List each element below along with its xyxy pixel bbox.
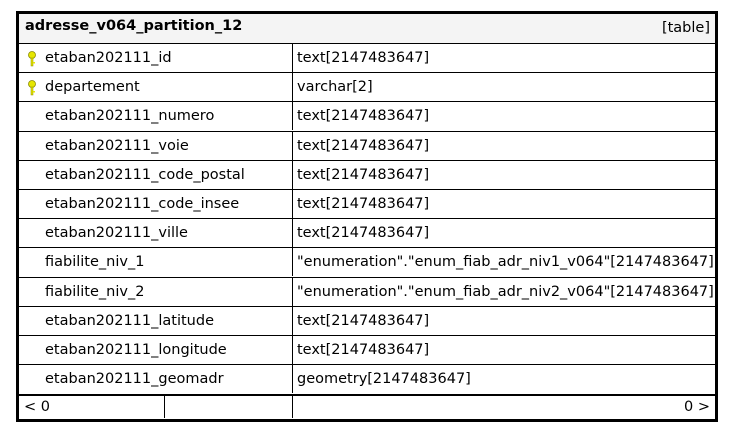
column-row: etaban202111_ville text[2147483647] bbox=[19, 218, 715, 248]
column-type: varchar[2] bbox=[292, 73, 715, 102]
column-type: text[2147483647] bbox=[292, 102, 715, 131]
column-name: etaban202111_id bbox=[45, 50, 172, 66]
column-name-cell: fiabilite_niv_1 bbox=[19, 248, 291, 276]
column-name-cell: etaban202111_longitude bbox=[19, 336, 291, 364]
column-type: text[2147483647] bbox=[292, 131, 715, 160]
column-name-cell: departement bbox=[19, 73, 291, 101]
table-header: adresse_v064_partition_12 [table] bbox=[19, 14, 715, 44]
column-row: departement varchar[2] bbox=[19, 72, 715, 102]
column-type: text[2147483647] bbox=[292, 190, 715, 218]
column-name-cell: etaban202111_code_insee bbox=[19, 190, 291, 218]
column-name-cell: etaban202111_code_postal bbox=[19, 161, 291, 189]
column-row: etaban202111_voie text[2147483647] bbox=[19, 130, 715, 160]
column-name-cell: etaban202111_ville bbox=[19, 219, 291, 247]
column-type: "enumeration"."enum_fiab_adr_niv1_v064"[… bbox=[292, 248, 715, 277]
column-name-cell: etaban202111_geomadr bbox=[19, 365, 291, 393]
column-row: etaban202111_code_postal text[2147483647] bbox=[19, 159, 715, 189]
key-icon bbox=[28, 51, 36, 67]
column-row: etaban202111_code_insee text[2147483647] bbox=[19, 189, 715, 218]
column-row: fiabilite_niv_2 "enumeration"."enum_fiab_… bbox=[19, 276, 715, 306]
column-name-cell: etaban202111_latitude bbox=[19, 307, 291, 335]
parents-count: < 0 bbox=[24, 398, 50, 415]
table-footer: < 0 0 > bbox=[19, 393, 715, 418]
column-row: fiabilite_niv_1 "enumeration"."enum_fiab_… bbox=[19, 247, 715, 277]
column-type: text[2147483647] bbox=[292, 336, 715, 364]
column-name-cell: fiabilite_niv_2 bbox=[19, 278, 291, 306]
column-name-cell: etaban202111_id bbox=[19, 44, 291, 72]
column-type: text[2147483647] bbox=[292, 219, 715, 248]
table-title: adresse_v064_partition_12 bbox=[25, 18, 243, 34]
column-name: departement bbox=[45, 79, 140, 96]
column-row: etaban202111_numero text[2147483647] bbox=[19, 101, 715, 131]
column-name: fiabilite_niv_2 bbox=[45, 283, 145, 300]
table-kind-label: [table] bbox=[661, 20, 710, 36]
children-count: 0 > bbox=[292, 395, 715, 418]
key-icon bbox=[28, 80, 36, 96]
column-name-cell: etaban202111_numero bbox=[19, 102, 291, 130]
column-type: text[2147483647] bbox=[292, 160, 715, 189]
column-name: etaban202111_longitude bbox=[45, 342, 227, 358]
column-type: text[2147483647] bbox=[292, 44, 715, 72]
column-name: etaban202111_ville bbox=[45, 225, 188, 242]
column-row: etaban202111_geomadr geometry[2147483647] bbox=[19, 364, 715, 394]
column-name: etaban202111_latitude bbox=[45, 312, 215, 329]
column-name: etaban202111_code_postal bbox=[45, 166, 245, 183]
column-name: fiabilite_niv_1 bbox=[45, 254, 145, 271]
column-type: geometry[2147483647] bbox=[292, 365, 715, 394]
column-name: etaban202111_code_insee bbox=[45, 196, 240, 212]
column-type: text[2147483647] bbox=[292, 306, 715, 335]
table-entity: adresse_v064_partition_12 [table] etaban… bbox=[16, 11, 718, 422]
column-name: etaban202111_numero bbox=[45, 108, 215, 125]
column-type: "enumeration"."enum_fiab_adr_niv2_v064"[… bbox=[292, 277, 715, 306]
column-name-cell: etaban202111_voie bbox=[19, 132, 291, 160]
footer-spacer bbox=[164, 395, 293, 418]
column-row: etaban202111_latitude text[2147483647] bbox=[19, 305, 715, 335]
column-row: etaban202111_id text[2147483647] bbox=[19, 43, 715, 72]
column-name: etaban202111_geomadr bbox=[45, 371, 224, 388]
column-name: etaban202111_voie bbox=[45, 137, 189, 154]
column-row: etaban202111_longitude text[2147483647] bbox=[19, 335, 715, 364]
